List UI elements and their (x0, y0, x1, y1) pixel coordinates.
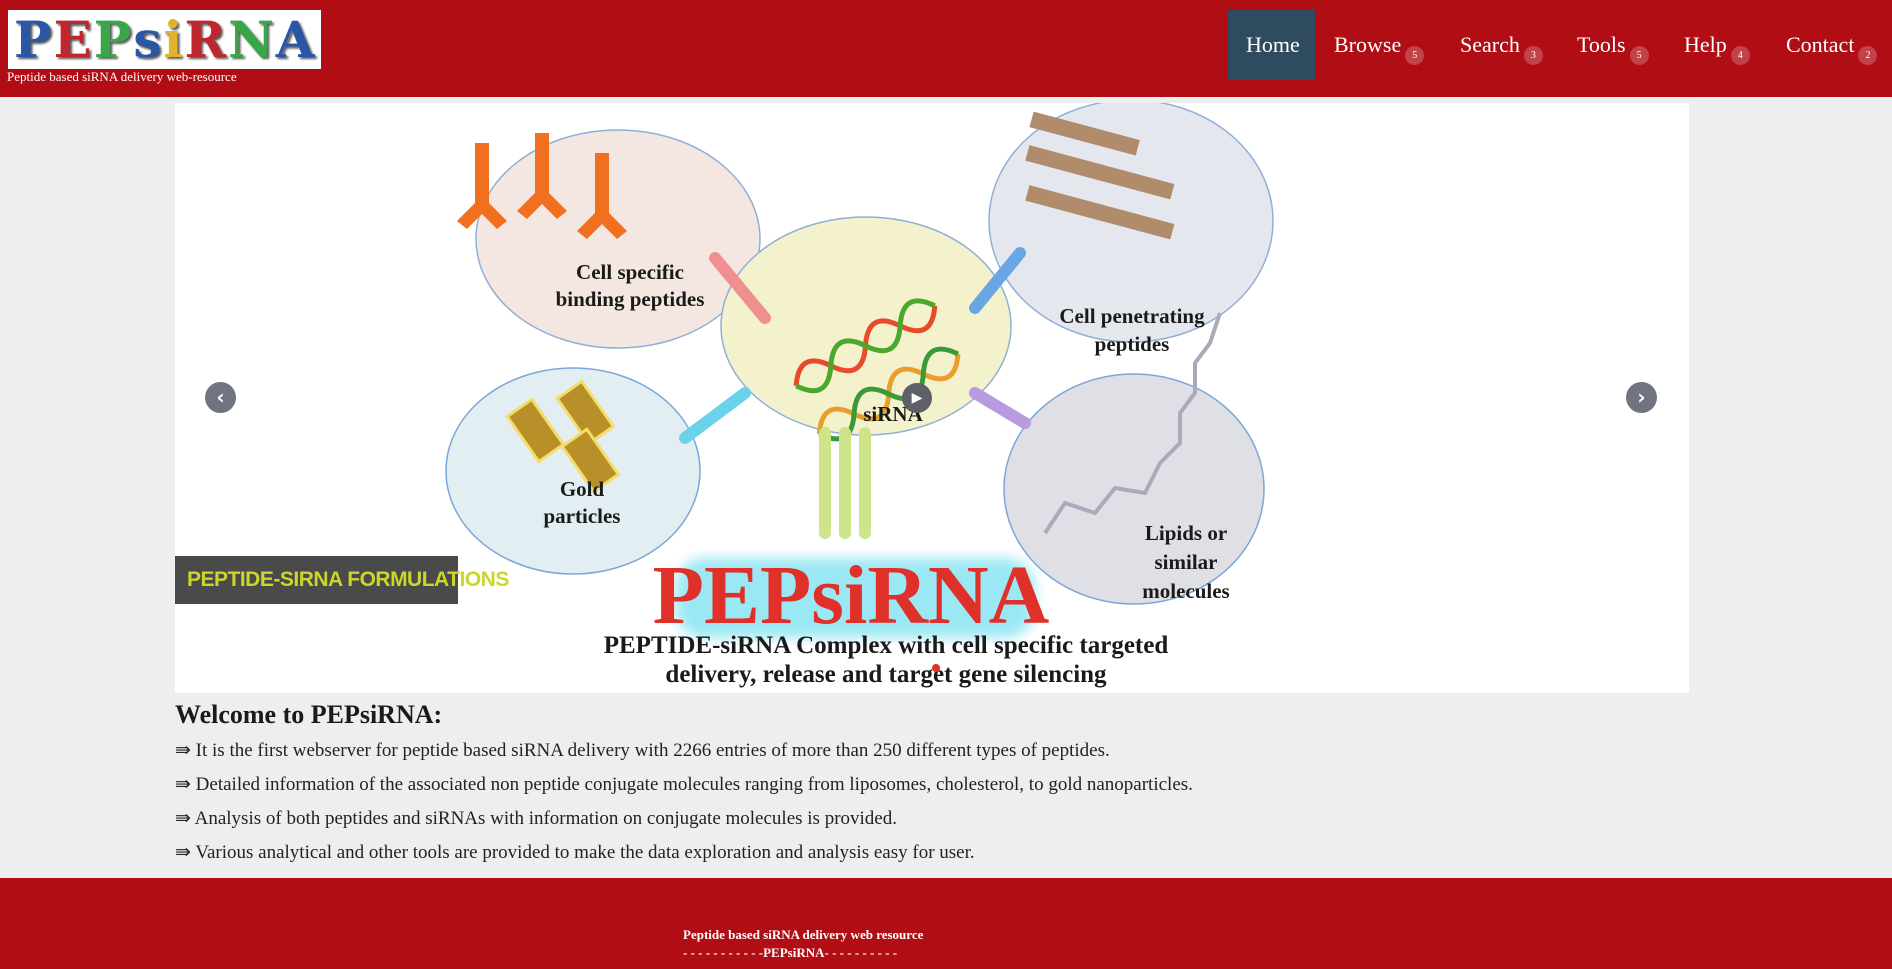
arrow-bullet-icon: ⇛ (175, 808, 191, 829)
logo-letter: P (93, 10, 134, 69)
nav-label: Help (1684, 32, 1727, 57)
gold-bars-graphic (505, 379, 621, 494)
feature-item: ⇛ Various analytical and other tools are… (175, 841, 975, 864)
carousel-caption: PEPTIDE-SIRNA FORMULATIONS (175, 556, 509, 604)
label-cell-specific-1: Cell specific (576, 260, 684, 284)
chevron-right-icon[interactable]: › (1626, 382, 1657, 413)
nav-badge: 2 (1858, 46, 1878, 65)
footer-line-1: Peptide based siRNA delivery web resourc… (683, 927, 924, 942)
brand-glow (675, 558, 1035, 638)
feature-text: Detailed information of the associated n… (195, 774, 1193, 795)
logo-letter: s (133, 10, 164, 69)
nav-badge: 5 (1629, 46, 1649, 65)
nav-label: Browse (1334, 32, 1402, 57)
label-lipids-2: similar (1155, 550, 1218, 574)
footer: Peptide based siRNA delivery web resourc… (0, 878, 1892, 969)
welcome-title: Welcome to PEPsiRNA: (175, 700, 443, 729)
logo-letter: P (14, 10, 54, 69)
chevron-left-icon[interactable]: ‹ (205, 382, 236, 413)
feature-text: Analysis of both peptides and siRNAs wit… (194, 808, 897, 829)
label-cell-penetrating-1: Cell penetrating (1059, 304, 1205, 328)
arrow-bullet-icon: ⇛ (175, 774, 191, 795)
logo-letter: N (228, 10, 276, 69)
cell-specific-ellipse (475, 129, 761, 349)
label-cell-specific-2: binding peptides (556, 287, 705, 311)
label-lipids-3: molecules (1142, 579, 1229, 603)
logo-letter: R (184, 10, 229, 69)
carousel-indicator-dot (932, 664, 940, 672)
feature-item: ⇛ Analysis of both peptides and siRNAs w… (175, 807, 897, 830)
nav-home[interactable]: Home (1228, 10, 1315, 80)
nav-label: Tools (1577, 32, 1626, 57)
description-line-2: delivery, release and target gene silenc… (665, 661, 1107, 688)
nav-label: Search (1460, 32, 1520, 57)
play-icon[interactable]: ▶ (902, 383, 932, 413)
nav-badge: 3 (1523, 46, 1543, 65)
footer-line-2: - - - - - - - - - - -PEPsiRNA- - - - - -… (683, 945, 898, 960)
nav-label: Contact (1786, 32, 1855, 57)
brand-wordmark: PEPsiRNA (653, 549, 1050, 642)
label-gold-2: particles (544, 504, 621, 528)
label-lipids-1: Lipids or (1145, 521, 1227, 545)
logo-letter: E (53, 10, 94, 69)
feature-item: ⇛ Detailed information of the associated… (175, 773, 1193, 796)
lipid-molecule-graphic (1043, 312, 1222, 535)
arrow-bullet-icon: ⇛ (175, 740, 191, 761)
slide-image: Cell specific binding peptides Cell pene… (445, 103, 1274, 688)
nav-badge: 4 (1730, 46, 1750, 65)
tagline: Peptide based siRNA delivery web-resourc… (7, 69, 237, 84)
binding-peptides-graphic (457, 133, 627, 239)
header: PEPsiRNA Peptide based siRNA delivery we… (0, 0, 1892, 97)
lipids-ellipse (1003, 373, 1265, 605)
pepsirna-logo[interactable]: PEPsiRNA (8, 10, 321, 69)
logo-letter: i (163, 10, 185, 69)
feature-text: It is the first webserver for peptide ba… (195, 740, 1110, 761)
feature-item: ⇛ It is the first webserver for peptide … (175, 739, 1110, 762)
image-carousel[interactable]: Cell specific binding peptides Cell pene… (175, 103, 1689, 693)
feature-text: Various analytical and other tools are p… (195, 842, 975, 863)
label-cell-penetrating-2: peptides (1095, 332, 1170, 356)
nav-badge: 5 (1405, 46, 1425, 65)
arrows-graphic (679, 247, 1031, 539)
nav-label: Home (1246, 32, 1300, 57)
arrow-bullet-icon: ⇛ (175, 842, 191, 863)
logo-letter: A (275, 10, 317, 69)
label-gold-1: Gold (560, 477, 605, 501)
penetrating-peptides-graphic (1025, 111, 1175, 240)
description-line-1: PEPTIDE-siRNA Complex with cell specific… (604, 632, 1169, 659)
